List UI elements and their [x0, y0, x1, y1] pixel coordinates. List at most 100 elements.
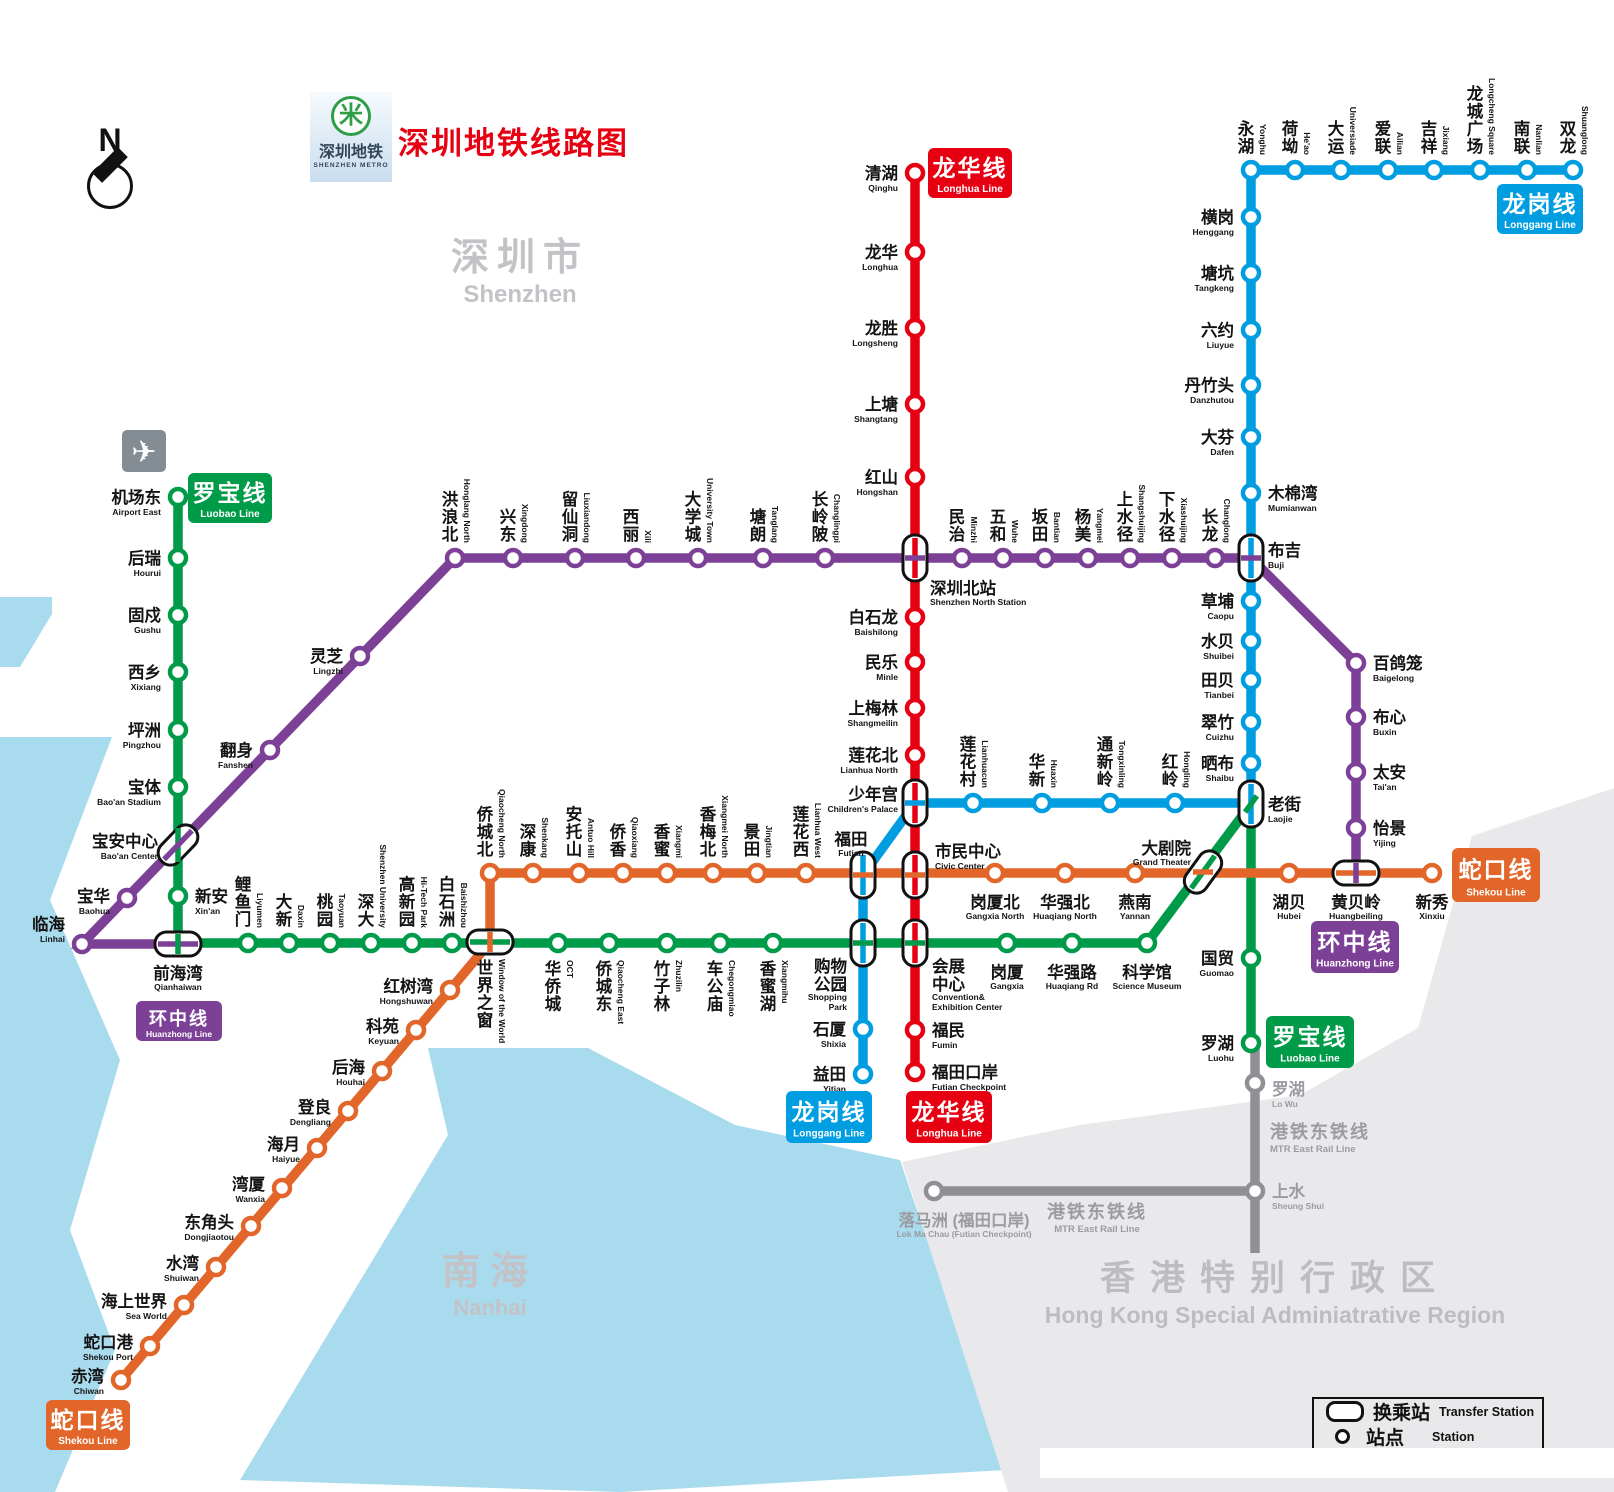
- station-yangmei: [1077, 547, 1099, 569]
- svg-text:华新: 华新: [1026, 752, 1045, 788]
- svg-text:深大: 深大: [355, 892, 374, 929]
- station-gangxia: [996, 932, 1018, 954]
- svg-text:Longhua: Longhua: [862, 262, 898, 272]
- svg-text:Yonghu: Yonghu: [1258, 124, 1268, 155]
- svg-text:Longhua Line: Longhua Line: [916, 1129, 982, 1140]
- svg-text:宝华: 宝华: [77, 886, 110, 906]
- station-longcheng-square: [1469, 159, 1491, 181]
- svg-text:桃园: 桃园: [314, 892, 333, 929]
- compass-icon: [87, 147, 133, 209]
- city-label: 深圳市 Shenzhen: [450, 237, 589, 308]
- station-tai-an: [1345, 761, 1367, 783]
- station-zhuzilin: [656, 932, 678, 954]
- station-sea-world: [173, 1294, 195, 1316]
- svg-text:燕南: 燕南: [1119, 892, 1152, 912]
- svg-text:六约: 六约: [1201, 320, 1234, 340]
- svg-text:红树湾: 红树湾: [384, 976, 434, 996]
- station-longhua: [904, 241, 926, 263]
- svg-text:湾厦: 湾厦: [232, 1174, 266, 1194]
- svg-text:后瑞: 后瑞: [128, 549, 162, 568]
- svg-text:西丽: 西丽: [620, 508, 639, 543]
- station-yitian: [852, 1063, 874, 1085]
- svg-text:石厦: 石厦: [812, 1020, 847, 1039]
- svg-text:Buxin: Buxin: [1373, 727, 1397, 737]
- svg-text:Gangxia North: Gangxia North: [966, 911, 1025, 921]
- svg-text:Xinxiu: Xinxiu: [1419, 911, 1445, 921]
- station-minzhi: [951, 547, 973, 569]
- svg-text:Hi-Tech Park: Hi-Tech Park: [419, 877, 429, 929]
- station-wanxia: [271, 1177, 293, 1199]
- station-tanglang: [752, 547, 774, 569]
- svg-text:Antuo Hill: Antuo Hill: [586, 818, 596, 858]
- station-xin-an: [167, 885, 189, 907]
- svg-text:Shangshuijing: Shangshuijing: [1137, 484, 1147, 543]
- svg-text:双龙: 双龙: [1557, 120, 1577, 155]
- svg-text:竹子林: 竹子林: [651, 959, 671, 1013]
- station-changlingpi: [814, 547, 836, 569]
- station-bao-an-stadium: [167, 776, 189, 798]
- svg-text:Jixiang: Jixiang: [1441, 126, 1451, 155]
- station-danzhutou: [1240, 374, 1262, 396]
- svg-text:Xiangmihu: Xiangmihu: [780, 960, 790, 1003]
- station-huaxin: [1031, 792, 1053, 814]
- station-cuizhu: [1240, 711, 1262, 733]
- station-futian-checkpoint: [904, 1061, 926, 1083]
- svg-text:福田口岸: 福田口岸: [931, 1062, 998, 1082]
- svg-text:Bantian: Bantian: [1052, 512, 1062, 543]
- svg-text:长龙: 长龙: [1199, 507, 1219, 543]
- svg-text:清湖: 清湖: [865, 164, 898, 183]
- svg-text:Lingzhi: Lingzhi: [313, 666, 343, 676]
- svg-text:龙岗线: 龙岗线: [792, 1099, 867, 1125]
- hongkong-label: 香港特别行政区 Hong Kong Special Adminiatrative…: [1044, 1259, 1506, 1328]
- svg-text:Grand Theater: Grand Theater: [1133, 857, 1192, 867]
- station-shuibei: [1240, 630, 1262, 652]
- svg-text:Henggang: Henggang: [1192, 227, 1234, 237]
- station-shekou-port: [139, 1335, 161, 1357]
- svg-text:Guomao: Guomao: [1200, 968, 1234, 978]
- svg-text:通新岭: 通新岭: [1094, 735, 1113, 788]
- station-tongxinling: [1099, 792, 1121, 814]
- svg-text:Futian: Futian: [838, 848, 864, 858]
- compass-north-label: N: [98, 122, 122, 158]
- svg-text:Exhibition Center: Exhibition Center: [932, 1002, 1003, 1012]
- station-hongling: [1164, 792, 1186, 814]
- svg-text:宝安中心: 宝安中心: [92, 831, 159, 851]
- svg-text:安托山: 安托山: [563, 804, 582, 858]
- svg-text:布吉: 布吉: [1268, 540, 1301, 560]
- svg-text:蛇口港: 蛇口港: [84, 1332, 134, 1352]
- logo-name-en: SHENZHEN METRO: [313, 162, 389, 169]
- svg-text:侨城北: 侨城北: [474, 804, 494, 858]
- svg-text:Shenzhen University: Shenzhen University: [378, 844, 388, 928]
- svg-text:Longsheng: Longsheng: [852, 338, 898, 348]
- station-minle: [904, 651, 926, 673]
- station-daxin: [278, 932, 300, 954]
- svg-text:Science Museum: Science Museum: [1113, 981, 1182, 991]
- station-dengliang: [337, 1100, 359, 1122]
- svg-text:红山: 红山: [865, 467, 898, 487]
- svg-text:Ailian: Ailian: [1395, 132, 1405, 155]
- svg-text:洪浪北: 洪浪北: [439, 489, 458, 543]
- station-yonghu: [1240, 159, 1262, 181]
- station-henggang: [1240, 206, 1262, 228]
- svg-text:龙华线: 龙华线: [912, 1099, 987, 1125]
- svg-text:Liuyue: Liuyue: [1207, 340, 1235, 350]
- svg-text:Qiaoxiang: Qiaoxiang: [630, 817, 640, 858]
- station-shangshuijing: [1119, 547, 1141, 569]
- svg-text:科苑: 科苑: [366, 1016, 400, 1036]
- svg-text:Honglang North: Honglang North: [462, 479, 472, 543]
- station-chiwan: [110, 1369, 132, 1391]
- station-tianbei: [1240, 669, 1262, 691]
- svg-text:深康: 深康: [517, 822, 536, 859]
- svg-text:杨美: 杨美: [1072, 507, 1091, 544]
- svg-text:Liyumen: Liyumen: [255, 893, 265, 928]
- badge-longhua-bottom: 龙华线 Longhua Line: [906, 1091, 992, 1143]
- svg-text:Hongshuwan: Hongshuwan: [380, 996, 433, 1006]
- svg-text:华强路: 华强路: [1047, 962, 1097, 982]
- svg-text:木棉湾: 木棉湾: [1267, 483, 1318, 503]
- svg-text:落马洲 (福田口岸): 落马洲 (福田口岸): [898, 1210, 1029, 1230]
- station-icon: [1335, 1429, 1350, 1444]
- station-longsheng: [904, 317, 926, 339]
- svg-text:Shekou Line: Shekou Line: [1466, 887, 1526, 898]
